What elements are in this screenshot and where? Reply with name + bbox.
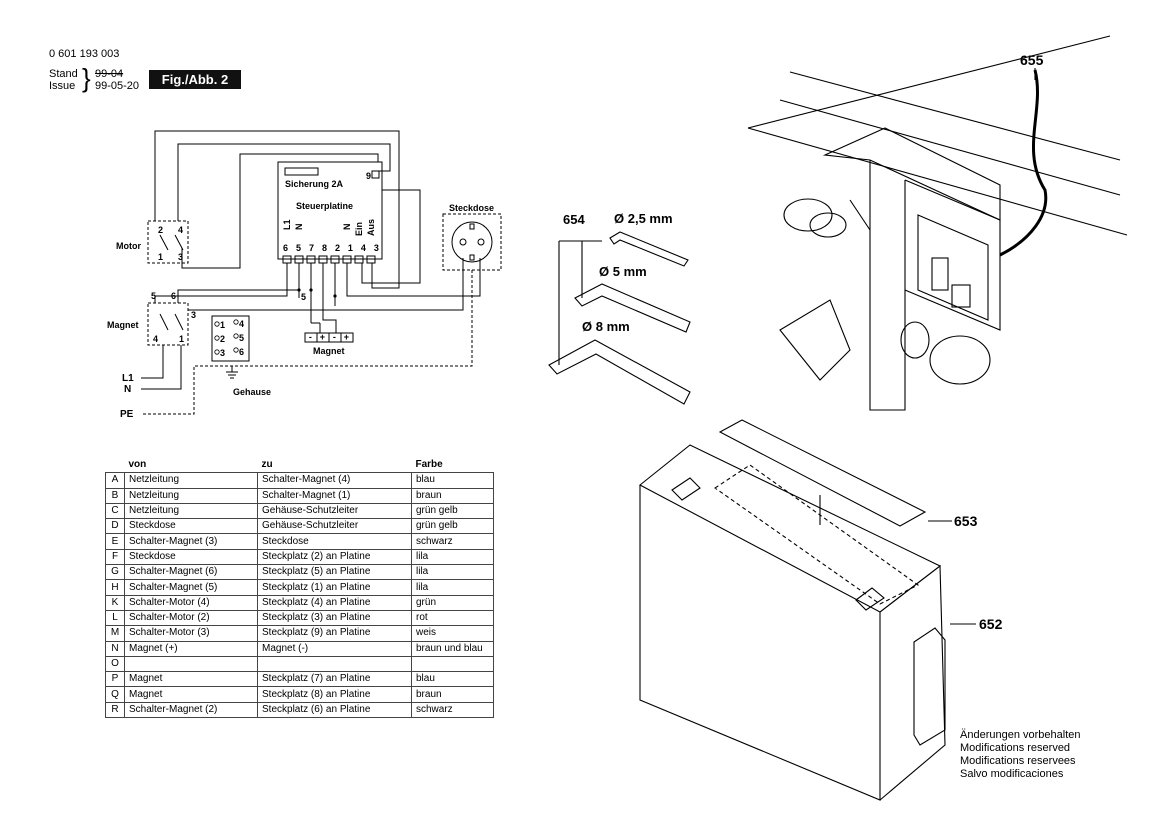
pe-label: PE: [120, 409, 134, 420]
housing-pin: 5: [239, 333, 245, 343]
callout-insert: 653: [954, 513, 978, 529]
modification-notes: Änderungen vorbehalten Modifications res…: [960, 729, 1080, 781]
pin-label: 5: [295, 243, 301, 253]
magnet-switch-icon: [951, 284, 971, 308]
junction-label: 5: [301, 292, 307, 302]
case-top: [639, 444, 942, 613]
socket-label: Steckdose: [449, 203, 495, 213]
stand-label: Stand: [49, 68, 78, 80]
key-size-small: Ø 2,5 mm: [614, 211, 673, 226]
motor-pin: 2: [158, 225, 164, 235]
motor-pin: 3: [178, 252, 184, 262]
magnet-terminal-label: Magnet: [313, 346, 345, 356]
key-size-large: Ø 8 mm: [582, 319, 630, 334]
case-recess: [714, 464, 920, 605]
motor-pin: 4: [178, 225, 184, 235]
hex-key-large: [548, 339, 691, 405]
switch-panel: [917, 214, 989, 321]
motor-switch-box: [147, 220, 189, 264]
magnet-switch-pin: 1: [179, 334, 185, 344]
housing-pins-right: 4 5 6: [239, 317, 244, 359]
power-switch-icon: [931, 257, 949, 291]
chain-icon: [999, 69, 1048, 257]
pin-label: 7: [308, 243, 314, 253]
key-size-medium: Ø 5 mm: [599, 264, 647, 279]
key-part-number: 654: [563, 212, 585, 227]
magnet-switch-pin: 5: [151, 291, 157, 301]
pin-label: 2: [334, 243, 340, 253]
insert-sheet: [718, 419, 927, 527]
control-board: [277, 161, 383, 260]
issue-label: Issue: [49, 80, 76, 92]
housing-pins-left: 1 2 3: [220, 318, 225, 360]
case-handle: [913, 627, 946, 746]
l1-label: L1: [122, 373, 134, 384]
n-label: N: [124, 384, 132, 395]
figure-label: Fig./Abb. 2: [149, 70, 241, 89]
terminal-plus: +: [343, 332, 350, 342]
stand-top: [822, 127, 1001, 221]
pin-label: 1: [347, 243, 353, 253]
pin9-label: 9: [366, 171, 372, 181]
board-label: Steuerplatine: [296, 201, 354, 211]
housing-label: Gehause: [233, 387, 272, 397]
magnet-switch-label: Magnet: [107, 320, 139, 330]
issue-date: 99-05-20: [95, 80, 140, 92]
doc-number: 0 601 193 003: [49, 48, 120, 60]
fuse-icon: [284, 167, 319, 176]
magnet-switch-pin: 6: [171, 291, 177, 301]
note-line: Salvo modificaciones: [960, 768, 1064, 780]
old-date: 99-04: [95, 68, 124, 80]
magnet-switch-box: [147, 302, 189, 346]
pin-label: 6: [283, 243, 289, 253]
motor-pin: 1: [158, 252, 164, 262]
housing-block: [211, 315, 250, 362]
housing-pin: 3: [220, 348, 226, 358]
magnet-switch-pin: 3: [191, 310, 197, 320]
note-line: Modifications reserved: [960, 742, 1071, 754]
table-row: O: [105, 655, 494, 673]
board-pin-numbers: 6 5 7 8 2 1 4 3: [283, 243, 379, 253]
housing-pin: 4: [239, 319, 245, 329]
note-line: Änderungen vorbehalten: [960, 729, 1081, 741]
pin-label: 3: [373, 243, 379, 253]
housing-pin: 1: [220, 320, 226, 330]
brace-icon: }: [82, 63, 91, 93]
note-line: Modifications reservees: [960, 755, 1076, 767]
socket-icon: [451, 221, 493, 263]
fuse-label: Sicherung 2A: [285, 179, 344, 189]
color-cell: schwarz: [411, 701, 494, 719]
terminal-minus: -: [332, 332, 336, 342]
pin-label: 4: [360, 243, 366, 253]
hex-key-small: [609, 231, 689, 267]
housing-pin: 6: [239, 347, 245, 357]
callout-case: 652: [979, 616, 1003, 632]
callout-chain: 655: [1020, 52, 1044, 68]
hex-key-medium: [574, 283, 691, 333]
motor-label: Motor: [116, 241, 141, 251]
magnet-terminals: - + - +: [305, 332, 353, 343]
pin-label: 8: [321, 243, 327, 253]
housing-pin: 2: [220, 334, 226, 344]
terminal-minus: -: [308, 332, 312, 342]
magnet-switch-pin: 4: [153, 334, 159, 344]
terminal-plus: +: [319, 332, 326, 342]
